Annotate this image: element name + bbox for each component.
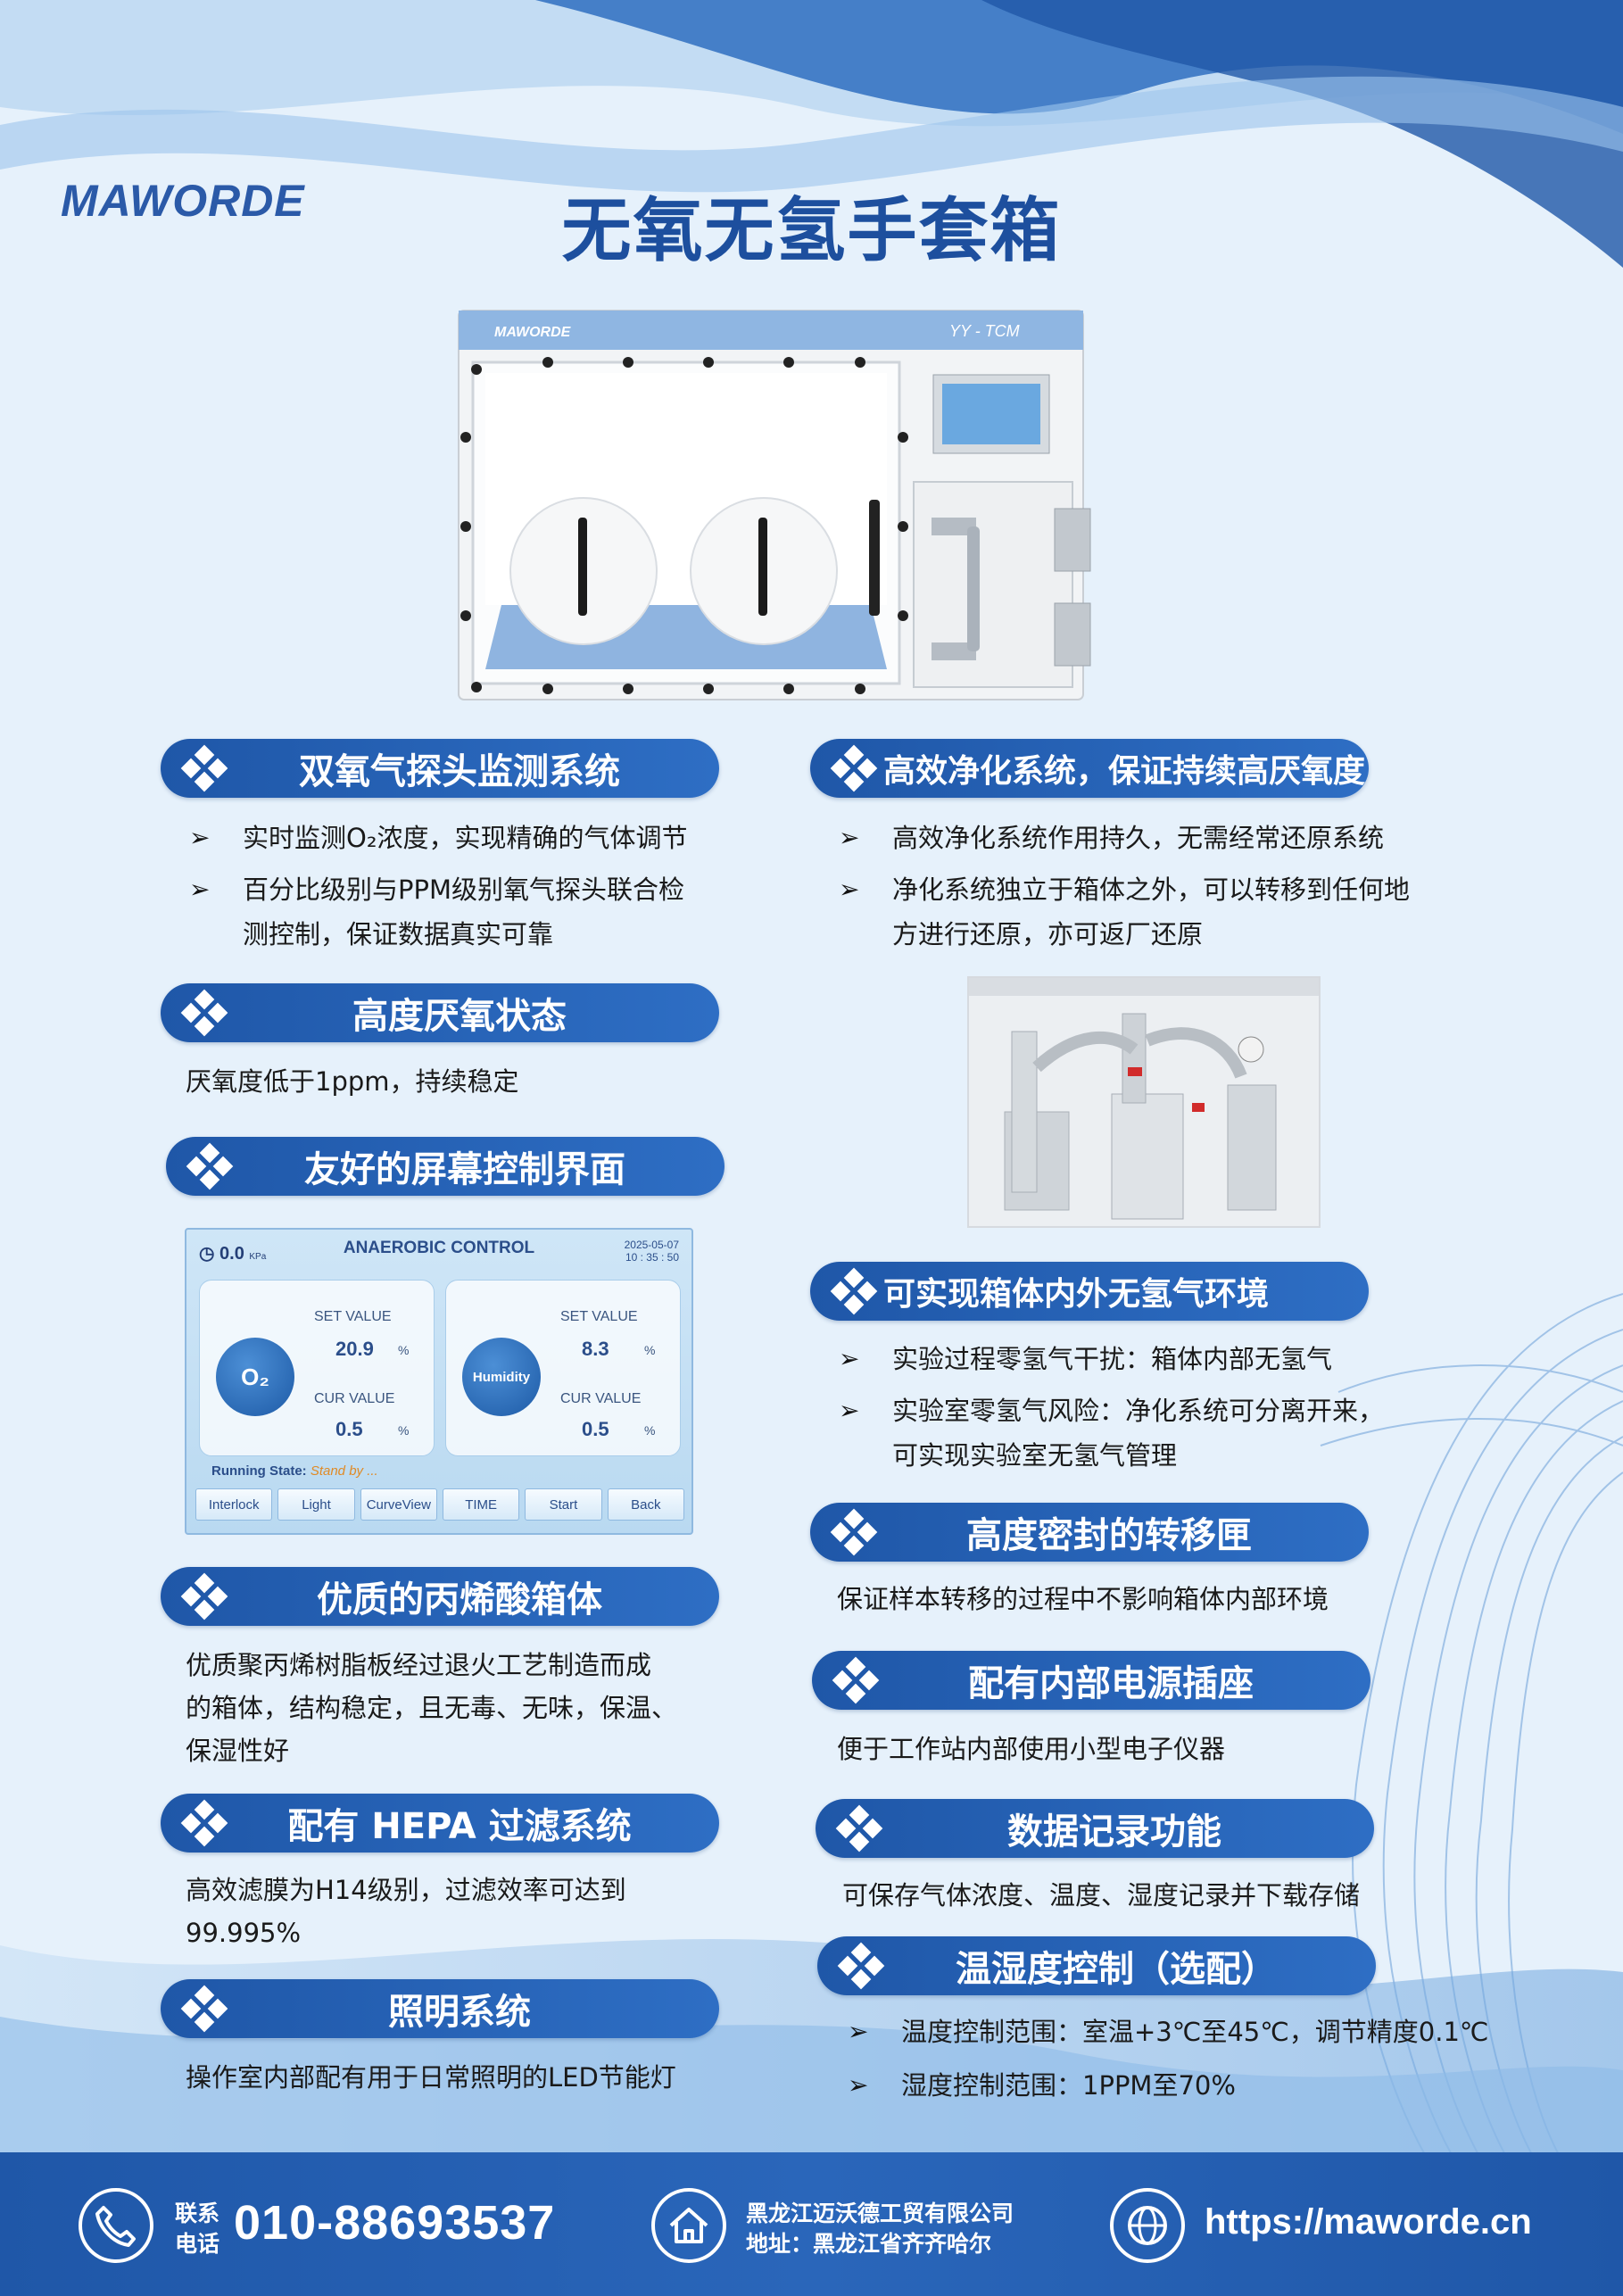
temp-bullets: ➢温度控制范围：室温+3℃至45℃，调节精度0.1℃ ➢湿度控制范围：1PPM至… <box>842 2010 1520 2108</box>
heading-purify: 高效净化系统，保证持续高厌氧度 <box>810 739 1369 798</box>
heading-lighting: 照明系统 <box>161 1979 719 2038</box>
diamond-icon <box>830 1267 878 1315</box>
diamond-icon <box>832 1656 880 1704</box>
transfer-text: 保证样本转移的过程中不影响箱体内部环境 <box>837 1584 1329 1614</box>
purify-bullets: ➢高效净化系统作用持久，无需经常还原系统 ➢净化系统独立于箱体之外，可以转移到任… <box>833 816 1458 957</box>
heading-record: 数据记录功能 <box>816 1799 1374 1858</box>
back-button[interactable]: Back <box>607 1488 684 1521</box>
arrow-bullet-icon: ➢ <box>848 2070 869 2100</box>
globe-icon <box>1110 2188 1185 2263</box>
diamond-icon <box>180 1985 228 2033</box>
humidity-card[interactable]: Humidity SET VALUE 8.3 % CUR VALUE 0.5 % <box>445 1280 681 1456</box>
diamond-icon <box>180 1572 228 1620</box>
anaerobic-text: 厌氧度低于1ppm，持续稳定 <box>186 1066 519 1097</box>
humidity-icon: Humidity <box>462 1338 541 1416</box>
home-icon <box>651 2188 726 2263</box>
clock-icon: ◷ <box>199 1244 215 1264</box>
heading-transfer: 高度密封的转移匣 <box>810 1503 1369 1562</box>
brand-logo: MAWORDE <box>61 176 305 226</box>
arrow-bullet-icon: ➢ <box>839 823 860 852</box>
no-hydrogen-bullets: ➢实验过程零氢气干扰：箱体内部无氢气 ➢实验室零氢气风险：净化系统可分离开来， … <box>833 1337 1458 1478</box>
arrow-bullet-icon: ➢ <box>848 2017 869 2046</box>
curveview-button[interactable]: CurveView <box>360 1488 437 1521</box>
diamond-icon <box>180 1799 228 1847</box>
start-button[interactable]: Start <box>525 1488 602 1521</box>
device-logo: MAWORDE <box>494 325 572 340</box>
lighting-text: 操作室内部配有用于日常照明的LED节能灯 <box>186 2062 676 2093</box>
time-button[interactable]: TIME <box>442 1488 520 1521</box>
page-title: 无氧无氢手套箱 <box>561 191 1062 271</box>
heading-screen: 友好的屏幕控制界面 <box>166 1137 725 1196</box>
heading-temp: 温湿度控制（选配） <box>817 1936 1376 1995</box>
o2-card[interactable]: O₂ SET VALUE 20.9 % CUR VALUE 0.5 % <box>199 1280 435 1456</box>
diamond-icon <box>830 744 878 792</box>
heading-power: 配有内部电源插座 <box>812 1651 1370 1710</box>
purification-system-image <box>967 976 1321 1228</box>
phone-number[interactable]: 010-88693537 <box>234 2196 556 2250</box>
company-info: 黑龙江迈沃德工贸有限公司地址：黑龙江省齐齐哈尔 <box>746 2201 1014 2257</box>
acrylic-text: 优质聚丙烯树脂板经过退火工艺制造而成 的箱体，结构稳定，且无毒、无味，保温、 保… <box>186 1650 678 1766</box>
power-text: 便于工作站内部使用小型电子仪器 <box>837 1734 1226 1764</box>
phone-label: 联系电话 <box>175 2201 220 2257</box>
heading-dual-probe: 双氧气探头监测系统 <box>161 739 719 798</box>
heading-hepa: 配有 HEPA 过滤系统 <box>161 1794 719 1853</box>
o2-set-value: 20.9 <box>335 1338 374 1360</box>
o2-icon: O₂ <box>216 1338 294 1416</box>
glovebox-device-image: MAWORDE YY - TCM <box>458 310 1091 700</box>
heading-anaerobic: 高度厌氧状态 <box>161 983 719 1042</box>
footer-bar: 联系电话 010-88693537 黑龙江迈沃德工贸有限公司地址：黑龙江省齐齐哈… <box>0 2152 1623 2296</box>
diamond-icon <box>830 1508 878 1556</box>
diamond-icon <box>186 1142 234 1190</box>
arrow-bullet-icon: ➢ <box>189 874 211 904</box>
phone-icon <box>79 2188 153 2263</box>
o2-cur-value: 0.5 <box>335 1418 363 1440</box>
light-button[interactable]: Light <box>277 1488 355 1521</box>
diamond-icon <box>180 744 228 792</box>
diamond-icon <box>180 989 228 1037</box>
website-link[interactable]: https://maworde.cn <box>1205 2202 1532 2242</box>
arrow-bullet-icon: ➢ <box>839 874 860 904</box>
diamond-icon <box>837 1942 885 1990</box>
device-model: YY - TCM <box>949 322 1020 340</box>
dual-probe-bullets: ➢实时监测O₂浓度，实现精确的气体调节 ➢百分比级别与PPM级别氧气探头联合检 … <box>184 816 737 957</box>
arrow-bullet-icon: ➢ <box>839 1396 860 1425</box>
humidity-cur-value: 0.5 <box>582 1418 609 1440</box>
heading-no-hydrogen: 可实现箱体内外无氢气环境 <box>810 1262 1369 1321</box>
hepa-text: 高效滤膜为H14级别，过滤效率可达到 99.995% <box>186 1875 626 1948</box>
diamond-icon <box>835 1804 883 1853</box>
pressure-readout: ◷ 0.0 KPa <box>199 1244 267 1264</box>
screen-title: ANAEROBIC CONTROL <box>343 1239 535 1257</box>
arrow-bullet-icon: ➢ <box>189 823 211 852</box>
interlock-button[interactable]: Interlock <box>195 1488 273 1521</box>
humidity-set-value: 8.3 <box>582 1338 609 1360</box>
record-text: 可保存气体浓度、温度、湿度记录并下载存储 <box>842 1880 1361 1911</box>
arrow-bullet-icon: ➢ <box>839 1344 860 1373</box>
heading-acrylic: 优质的丙烯酸箱体 <box>161 1567 719 1626</box>
running-state: Running State: Stand by ... <box>211 1463 378 1479</box>
screen-button-row: Interlock Light CurveView TIME Start Bac… <box>195 1488 684 1521</box>
